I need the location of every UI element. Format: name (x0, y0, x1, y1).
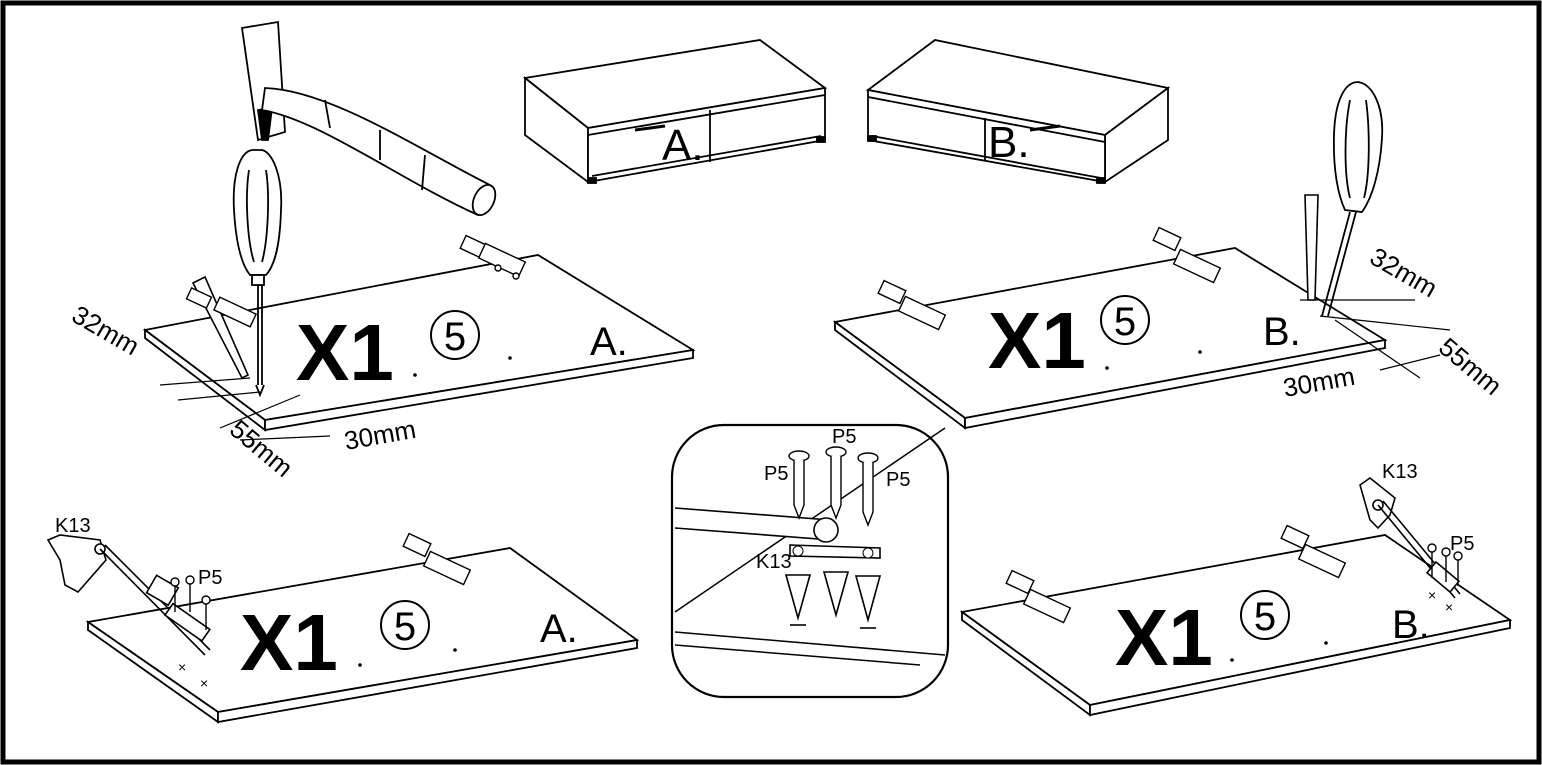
part-p5-label: P5 (886, 469, 910, 491)
dimension-lines (1300, 299, 1451, 379)
screwdriver-icon (1321, 81, 1384, 317)
hinge-icon (1152, 226, 1222, 284)
svg-text:×: × (1445, 599, 1453, 615)
hammer-icon (240, 20, 497, 217)
screw-p5 (170, 575, 211, 630)
screw-position-markers (784, 571, 882, 629)
cabinet-a-label: A. (662, 121, 704, 170)
part-p5-label: P5 (198, 567, 222, 589)
svg-text:×: × (200, 675, 208, 691)
step-circle (380, 600, 430, 650)
step-number: 5 (394, 605, 416, 649)
svg-text:×: × (1428, 587, 1436, 603)
part-p5-label: P5 (764, 463, 788, 485)
step-number: 5 (444, 315, 466, 359)
panel-label: B. (1392, 603, 1430, 647)
panel-label: A. (590, 320, 628, 364)
quantity-label: X1 (296, 308, 394, 397)
screw-p5 (1427, 543, 1463, 586)
part-k13-label: K13 (55, 515, 91, 537)
part-p5-label: P5 (832, 426, 856, 448)
panel-bottom-left (85, 547, 640, 724)
hinge-icon (877, 279, 947, 331)
part-k13-label: K13 (756, 551, 792, 573)
pencil-icon (1304, 194, 1319, 301)
cabinet-b (865, 39, 1171, 184)
svg-text:×: × (178, 659, 186, 675)
panel-label: B. (1263, 310, 1301, 354)
panel-bottom-right (959, 534, 1513, 717)
detail-callout (670, 423, 950, 699)
screwdriver-icon (232, 149, 283, 398)
hinge-icon (1280, 524, 1347, 579)
quantity-label: X1 (988, 296, 1086, 385)
quantity-label: X1 (1115, 593, 1213, 682)
hinge-icon (1005, 569, 1072, 624)
stay-hinge-k13 (46, 534, 211, 656)
cabinet-b-label: B. (988, 118, 1030, 167)
part-k13-label: K13 (1382, 461, 1418, 483)
screw-p5 (788, 446, 879, 527)
panel-top-left (142, 254, 696, 432)
hinge-icon (185, 286, 258, 328)
quantity-label: X1 (240, 598, 338, 687)
hinge-icon (402, 532, 472, 586)
part-p5-label: P5 (1450, 533, 1474, 555)
dimension-lines (159, 377, 331, 441)
panel-label: A. (540, 607, 578, 651)
step-circle (1240, 590, 1290, 640)
stay-hinge-k13 (1359, 477, 1461, 599)
cabinet-a (522, 39, 828, 184)
step-number: 5 (1254, 595, 1276, 639)
hinge-icon (459, 234, 527, 280)
step-number: 5 (1114, 300, 1136, 344)
step-circle (1100, 295, 1150, 345)
step-circle (430, 310, 480, 360)
